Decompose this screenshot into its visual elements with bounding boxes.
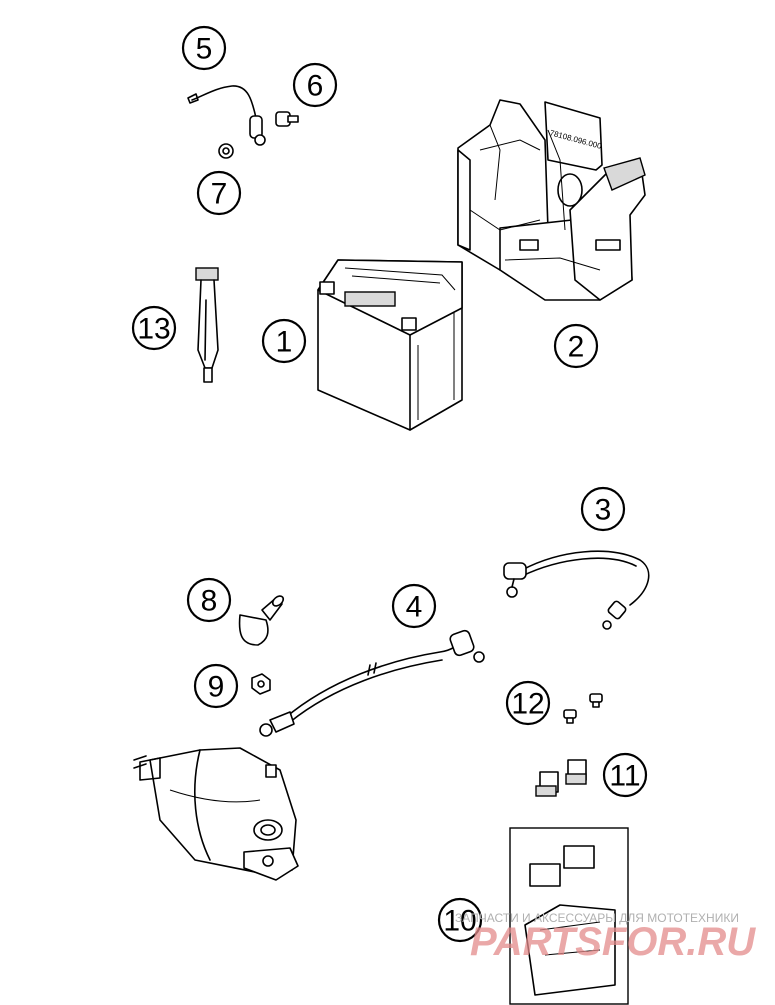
small-screws-part: [563, 693, 603, 724]
rubber-cap-part: [238, 595, 285, 646]
callout-11: 11: [602, 752, 648, 798]
watermark-tagline: ЗАПЧАСТИ И АКСЕССУАРЫ ДЛЯ МОТОТЕХНИКИ: [455, 911, 739, 925]
callout-13: 13: [131, 305, 177, 351]
callout-2: 2: [553, 323, 599, 369]
svg-text:13: 13: [137, 313, 170, 346]
callout-5: 5: [181, 25, 227, 71]
svg-text:5: 5: [196, 33, 213, 66]
callout-8: 8: [186, 577, 232, 623]
svg-text:3: 3: [595, 494, 612, 527]
svg-text:2: 2: [568, 331, 585, 364]
fuses-part: [535, 759, 587, 797]
svg-text:1: 1: [276, 326, 293, 359]
svg-text:4: 4: [406, 591, 423, 624]
svg-text:8: 8: [201, 585, 218, 618]
svg-text:6: 6: [307, 70, 324, 103]
svg-text:12: 12: [511, 688, 544, 721]
svg-text:10: 10: [443, 905, 476, 938]
callout-10: 10: [437, 897, 483, 943]
svg-text:7: 7: [211, 178, 228, 211]
svg-text:9: 9: [208, 671, 225, 704]
callout-4: 4: [391, 583, 437, 629]
battery-box-part: 78108.096.000: [457, 99, 646, 301]
nut-part: [251, 673, 271, 695]
callout-6: 6: [292, 62, 338, 108]
battery-part: [317, 259, 463, 431]
watermark-logo: PARTSFOR.RU: [470, 920, 756, 964]
relay-box-part: [509, 827, 629, 1005]
battery-strap-part: [195, 267, 219, 383]
positive-cable-part: [503, 550, 650, 630]
washer-part: [218, 143, 234, 159]
callout-7: 7: [196, 170, 242, 216]
screw-part: [275, 111, 299, 127]
callout-9: 9: [193, 663, 239, 709]
callout-3: 3: [580, 486, 626, 532]
ground-cable-part: [187, 85, 266, 146]
callout-1: 1: [261, 318, 307, 364]
starter-motor-part: [133, 747, 299, 881]
starter-cable-part: [259, 629, 485, 737]
callout-12: 12: [505, 680, 551, 726]
svg-text:11: 11: [609, 760, 640, 793]
